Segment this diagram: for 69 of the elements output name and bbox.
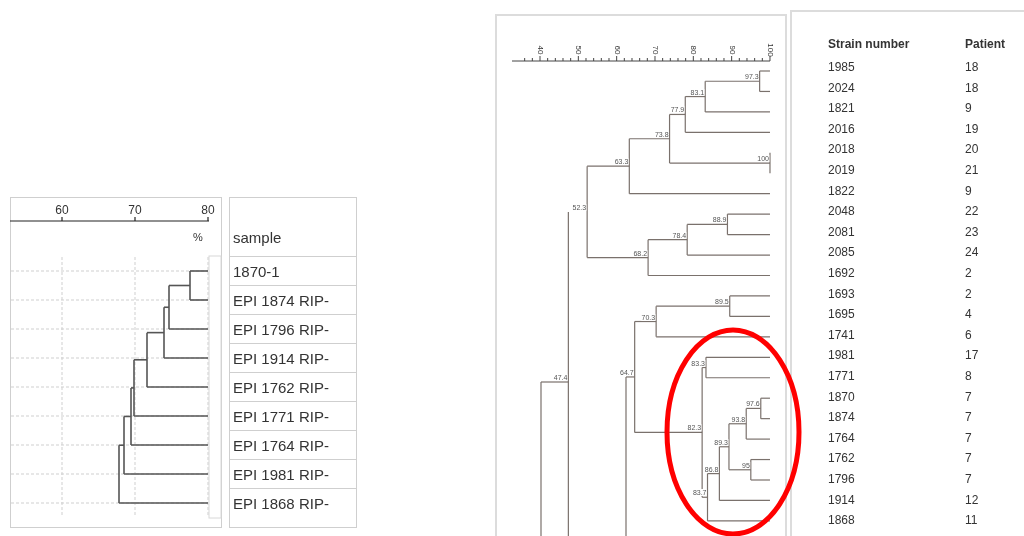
table-cell-text: 2016 — [828, 122, 855, 135]
table-cell-text: 19 — [965, 122, 979, 135]
axis-tick-label: 60 — [55, 204, 69, 216]
axis-tick-label: 40 — [536, 45, 544, 55]
table-cell-text: 2 — [965, 287, 972, 300]
table-cell-text: 1821 — [828, 102, 855, 115]
axis-tick-label: 60 — [612, 45, 621, 55]
table-cell-text: EPI 1771 RIP- — [233, 408, 329, 424]
table-cell-text: 7 — [965, 473, 972, 485]
table-cell-text: 2048 — [828, 205, 855, 218]
column-header: Strain number — [828, 38, 910, 50]
table-cell-text: 24 — [965, 246, 979, 259]
table-cell-text: 21 — [965, 164, 979, 176]
axis-tick-label: 50 — [574, 45, 583, 55]
table-cell-text: 17 — [965, 349, 979, 362]
table-cell-text: 2024 — [828, 81, 855, 94]
table-cell-text: 1822 — [828, 184, 855, 197]
table-cell-text: 7 — [965, 411, 972, 424]
table-cell-text: 2 — [965, 267, 972, 279]
table-cell-text: 9 — [965, 102, 972, 115]
axis-tick-label: 70 — [128, 204, 142, 216]
table-cell-text: 8 — [965, 370, 972, 382]
column-header: Patient — [965, 38, 1005, 50]
table-cell-text: 6 — [965, 328, 972, 341]
table-cell-text: 1695 — [828, 308, 855, 321]
table-cell-text: 22 — [965, 205, 979, 218]
table-cell-text: 1981 — [828, 349, 855, 362]
table-cell-text: 12 — [965, 493, 979, 506]
axis-tick-label: 80 — [689, 45, 698, 55]
table-cell-text: 11 — [965, 514, 978, 527]
table-cell-text: 1868 — [828, 514, 855, 527]
axis-tick-label: 100 — [765, 43, 774, 57]
table-cell-text: EPI 1981 RIP- — [233, 466, 329, 482]
table-cell-text: 7 — [965, 390, 972, 403]
table-cell-text: 1692 — [828, 267, 855, 279]
table-cell-text: 18 — [965, 81, 979, 94]
table-cell-text: 4 — [965, 308, 972, 321]
axis-tick-label: 90 — [727, 45, 736, 55]
table-cell-text: 2018 — [828, 143, 855, 156]
table-cell-text: 1870-1 — [233, 263, 280, 279]
table-cell-text: 1771 — [828, 370, 855, 382]
table-cell-text: 18 — [965, 61, 979, 73]
table-cell-text: 9 — [965, 184, 972, 197]
table-cell-text: EPI 1914 RIP- — [233, 350, 329, 366]
table-cell-text: 7 — [965, 452, 972, 465]
table-cell-text: 7 — [965, 431, 972, 444]
axis-tick-label: 80 — [201, 204, 215, 216]
table-cell-text: 1985 — [828, 61, 855, 73]
axis-tick-label: 70 — [651, 45, 659, 55]
table-cell-text: 2085 — [828, 246, 855, 259]
table-cell-text: 23 — [965, 225, 979, 238]
axis-unit-label: % — [193, 231, 203, 243]
table-cell-text: 20 — [965, 143, 979, 156]
table-cell-text: 1764 — [828, 431, 855, 444]
table-cell-text: EPI 1796 RIP- — [233, 321, 329, 337]
table-cell-text: EPI 1868 RIP- — [233, 495, 329, 511]
table-cell-text: 1762 — [828, 452, 855, 465]
table-cell-text: 1914 — [828, 493, 855, 506]
table-cell-text: 1741 — [828, 328, 855, 341]
column-header: sample — [233, 229, 282, 245]
table-cell-text: 2019 — [828, 164, 855, 176]
table-cell-text: EPI 1762 RIP- — [233, 379, 329, 395]
table-cell-text: 1870 — [828, 390, 855, 403]
table-cell-text: 1874 — [828, 411, 855, 424]
table-cell-text: 1796 — [828, 473, 855, 485]
table-cell-text: 2081 — [828, 225, 855, 238]
table-cell-text: 1693 — [828, 287, 855, 300]
table-cell-text: EPI 1874 RIP- — [233, 292, 329, 308]
table-cell-text: EPI 1764 RIP- — [233, 437, 329, 453]
